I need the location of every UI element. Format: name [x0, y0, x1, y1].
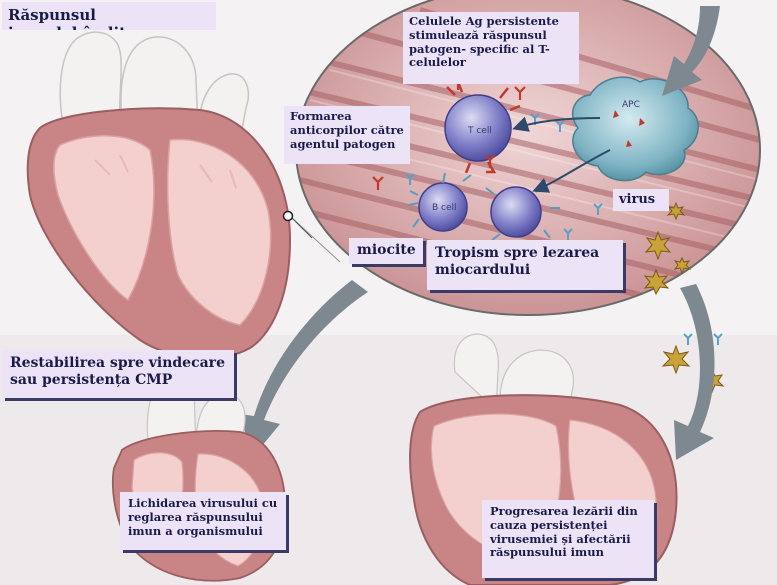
heart-large-cavity-left	[54, 136, 154, 300]
ag-persistent-label: Celulele Ag persistente stimulează răspu…	[403, 12, 579, 84]
restore-label: Restabilirea spre vindecare sau persiste…	[2, 350, 234, 398]
clearance-label: Lichidarea virusului cu reglarea răspuns…	[120, 492, 286, 550]
zoom-marker	[284, 212, 293, 221]
tcell-label: T cell	[468, 126, 492, 136]
apc-cell	[573, 77, 699, 180]
apc-cell-label: APC	[622, 100, 640, 110]
miocite-label: miocite	[349, 238, 423, 264]
antibody-formation-label: Formarea anticorpilor către agentul pato…	[284, 106, 410, 164]
virus-label: virus	[613, 189, 669, 211]
tropism-label: Tropism spre lezarea miocardului	[427, 240, 623, 290]
heart-large	[28, 32, 290, 358]
bcell-label: B cell	[432, 203, 457, 213]
progression-label: Progresarea lezării din cauza persistenț…	[482, 500, 654, 578]
title-label: Răspunsul imundobândit	[2, 2, 216, 30]
